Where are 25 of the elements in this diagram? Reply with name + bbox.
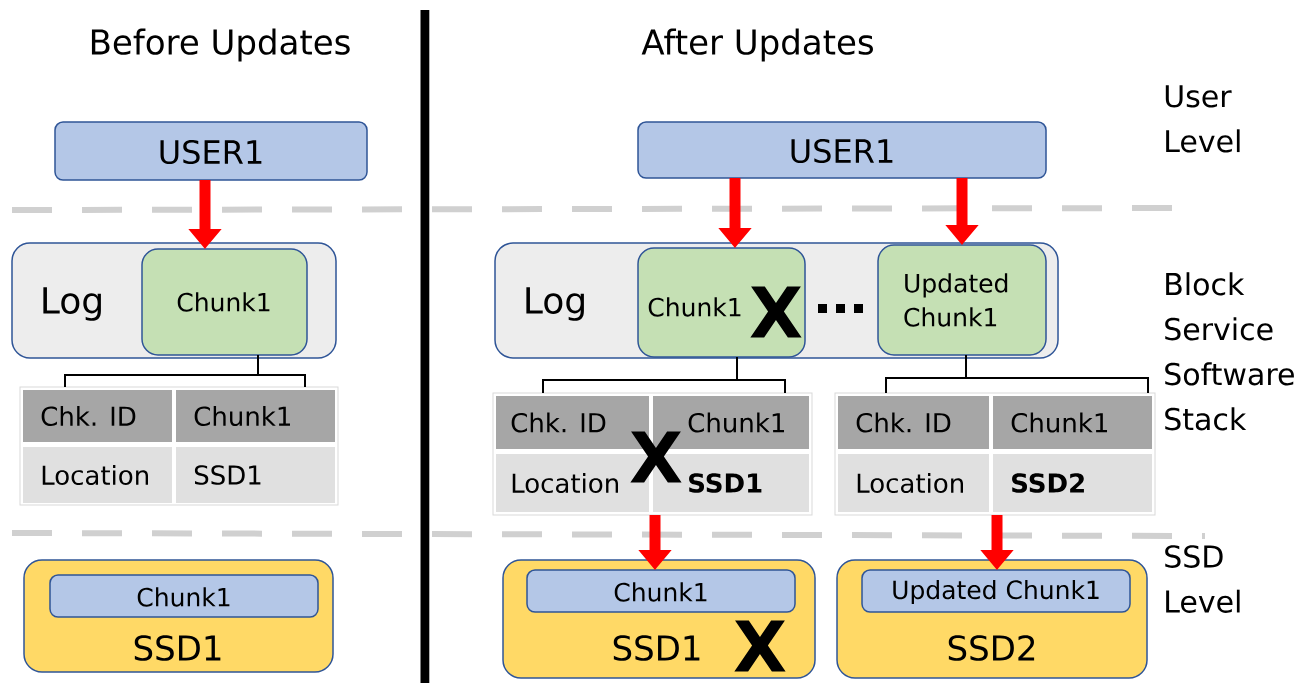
level-label: User Level	[1165, 85, 1240, 153]
chunk-box: Chunk1	[49, 574, 319, 618]
table-cell: Chk. ID	[838, 396, 989, 449]
table-cell: Location	[838, 454, 989, 512]
chunk-box: Chunk1	[141, 248, 308, 356]
panel-heading: Before Updates	[91, 28, 350, 62]
user-box: USER1	[637, 121, 1047, 179]
level-label: SSD Level	[1165, 545, 1240, 613]
chunk-box: Chunk1	[526, 569, 796, 613]
chunk-box: Updated Chunk1	[861, 569, 1131, 613]
bracket-connector	[64, 354, 306, 388]
bracket-connector	[885, 354, 1149, 394]
cross-mark: X	[750, 286, 802, 338]
table-cell: Chk. ID	[23, 390, 172, 442]
user-box: USER1	[54, 121, 368, 181]
table-cell: SSD1	[176, 447, 335, 503]
cross-mark: X	[734, 620, 786, 672]
table-cell: Chunk1	[993, 396, 1152, 449]
bracket-connector	[542, 356, 786, 394]
level-label: Block Service Software Stack	[1165, 272, 1294, 431]
table-cell: Location	[23, 447, 172, 503]
panel-heading: After Updates	[641, 28, 873, 62]
table-cell: Chunk1	[176, 390, 335, 442]
chunk-box: Updated Chunk1	[877, 244, 1047, 356]
table-cell: SSD2	[993, 454, 1152, 512]
